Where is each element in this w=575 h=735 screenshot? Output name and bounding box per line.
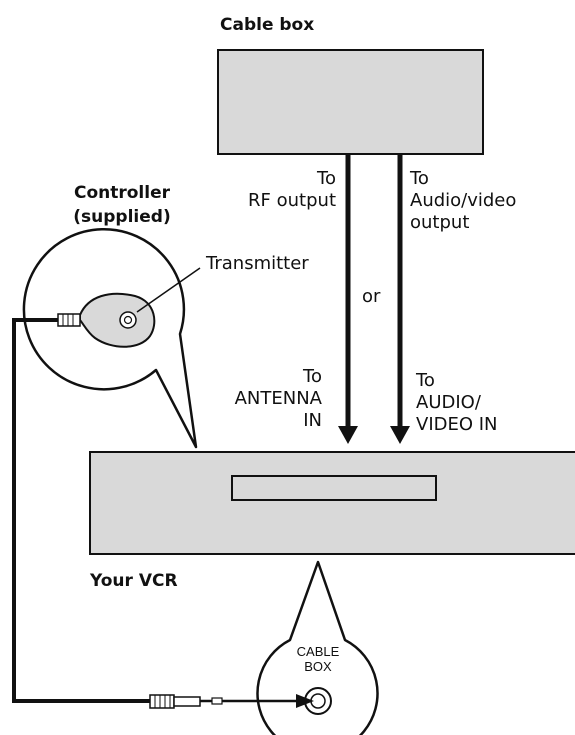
rf-to-label: To [316,168,336,189]
mini-plug-sleeve [173,696,201,707]
plug-to-jack-arrowhead [296,694,314,708]
cable-box-title: Cable box [220,15,314,35]
avin-label-1: AUDIO/ [416,392,482,413]
av-output-label-2: output [410,212,469,233]
av-arrowhead [390,426,410,444]
vcr-title: Your VCR [89,571,178,591]
avin-to-label: To [415,370,435,391]
ant-label: ANTENNA [235,388,323,409]
controller-plug [57,313,81,327]
controller-label-2: (supplied) [73,207,170,227]
controller-cable [12,318,150,703]
ant-in-label: IN [303,410,322,431]
jack-label-2: BOX [304,659,332,674]
vcr-cassette-slot [231,475,437,501]
or-label: or [362,286,381,307]
avin-label-2: VIDEO IN [416,414,498,435]
jack-callout [256,560,379,735]
controller-label-1: Controller [74,183,171,203]
jack-label-1: CABLE [297,644,340,659]
transmitter-label: Transmitter [205,253,309,274]
rf-output-label: RF output [248,190,336,211]
transmitter-leader-line [136,267,201,313]
ant-to-label: To [302,366,322,387]
av-to-label: To [409,168,429,189]
cable-box [217,49,484,155]
transmitter-lens-icon [119,311,137,329]
rf-arrowhead [338,426,358,444]
vcr-body [89,451,575,555]
av-output-label-1: Audio/video [410,190,516,211]
transmitter-lens-center-icon [123,315,133,325]
transmitter-body [79,292,156,348]
